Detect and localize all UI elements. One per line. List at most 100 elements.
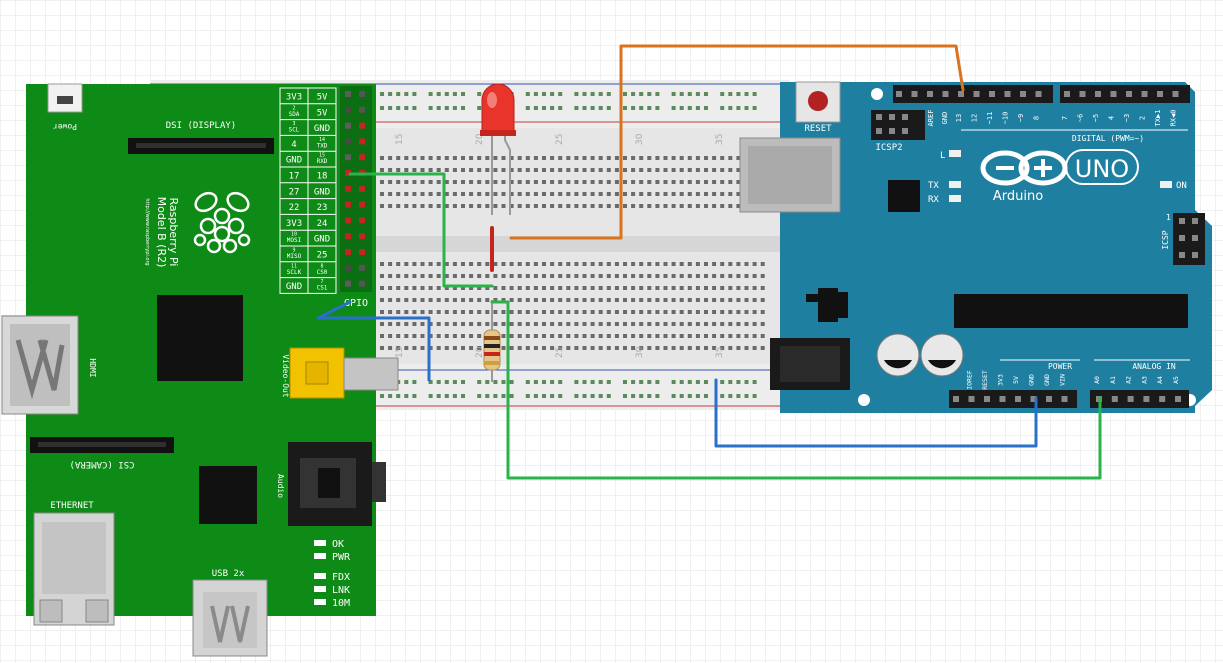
bb-hole bbox=[598, 262, 603, 266]
reset-button[interactable] bbox=[795, 81, 841, 123]
bb-hole bbox=[720, 204, 725, 208]
bb-hole bbox=[720, 168, 725, 172]
digital-pin bbox=[989, 91, 995, 97]
bb-hole bbox=[574, 192, 579, 196]
bb-hole bbox=[436, 322, 441, 326]
power-pin bbox=[968, 396, 975, 402]
bb-hole bbox=[380, 274, 384, 278]
capacitor-1 bbox=[876, 333, 920, 377]
bb-rail-hole bbox=[550, 394, 555, 398]
bb-hole bbox=[623, 192, 627, 196]
bb-hole bbox=[663, 310, 668, 314]
bb-hole bbox=[720, 334, 725, 338]
bb-hole bbox=[647, 298, 652, 302]
bb-hole bbox=[436, 168, 441, 172]
bb-hole bbox=[428, 262, 433, 266]
bb-hole bbox=[461, 262, 465, 266]
bb-hole bbox=[493, 298, 498, 302]
bb-hole bbox=[493, 168, 498, 172]
bb-hole bbox=[639, 322, 644, 326]
bb-hole bbox=[477, 180, 482, 184]
bb-hole bbox=[550, 310, 555, 314]
bb-rail-hole bbox=[582, 106, 587, 110]
bb-hole bbox=[647, 168, 652, 172]
digital-pin bbox=[1110, 91, 1117, 97]
bb-hole bbox=[663, 274, 668, 278]
bb-hole bbox=[469, 286, 474, 290]
bb-hole bbox=[420, 204, 425, 208]
bb-hole bbox=[509, 156, 514, 160]
bb-hole bbox=[558, 168, 563, 172]
bb-hole bbox=[566, 286, 571, 290]
bb-hole bbox=[614, 322, 619, 326]
bb-hole bbox=[404, 168, 409, 172]
bb-hole bbox=[509, 168, 514, 172]
bb-hole bbox=[574, 286, 579, 290]
bb-rail-hole bbox=[655, 394, 660, 398]
bb-rail-hole bbox=[695, 394, 700, 398]
bb-rail-hole bbox=[452, 106, 457, 110]
bb-hole bbox=[558, 192, 563, 196]
bb-rail-hole bbox=[695, 380, 700, 384]
bb-hole bbox=[752, 286, 757, 290]
on-led bbox=[1160, 181, 1172, 188]
bb-hole bbox=[436, 298, 441, 302]
bb-hole bbox=[647, 310, 652, 314]
bb-hole bbox=[380, 286, 384, 290]
bb-hole bbox=[671, 204, 676, 208]
bb-hole bbox=[404, 180, 409, 184]
bb-hole bbox=[582, 168, 587, 172]
bb-rail-hole bbox=[647, 106, 652, 110]
bb-rail-hole bbox=[752, 106, 757, 110]
bb-hole bbox=[760, 274, 765, 278]
bb-hole bbox=[712, 262, 717, 266]
bb-rail-hole bbox=[679, 92, 684, 96]
bb-hole bbox=[444, 204, 449, 208]
bb-hole bbox=[542, 274, 546, 278]
pi-led-lnk: LNK bbox=[332, 585, 350, 596]
bb-rail-hole bbox=[639, 106, 644, 110]
bb-col-25-bottom: 25 bbox=[555, 347, 565, 358]
bb-hole bbox=[428, 310, 433, 314]
digital-pin bbox=[1035, 91, 1042, 97]
bb-hole bbox=[647, 204, 652, 208]
bb-hole bbox=[469, 180, 474, 184]
bb-hole bbox=[404, 334, 409, 338]
bb-hole bbox=[501, 346, 506, 350]
bb-hole bbox=[736, 322, 741, 326]
bb-hole bbox=[444, 156, 449, 160]
bb-rail-hole bbox=[380, 106, 384, 110]
gpio-left-label: GND bbox=[286, 156, 302, 166]
bb-hole bbox=[752, 346, 757, 350]
bb-hole bbox=[720, 322, 725, 326]
bb-hole bbox=[388, 192, 393, 196]
bb-hole bbox=[525, 262, 530, 266]
bb-hole bbox=[525, 180, 530, 184]
bb-rail-hole bbox=[412, 106, 417, 110]
analog-pin bbox=[1175, 396, 1181, 402]
bb-hole bbox=[380, 204, 384, 208]
bb-hole bbox=[598, 346, 603, 350]
bb-hole bbox=[566, 262, 571, 266]
uno-badge bbox=[1065, 149, 1139, 185]
bb-col-35-bottom: 35 bbox=[715, 347, 725, 358]
bb-hole bbox=[695, 192, 700, 196]
bb-hole bbox=[550, 168, 555, 172]
bb-hole bbox=[631, 286, 636, 290]
bb-hole bbox=[752, 334, 757, 338]
bb-hole bbox=[647, 192, 652, 196]
bb-hole bbox=[533, 274, 538, 278]
bb-hole bbox=[396, 286, 401, 290]
bb-rail-hole bbox=[558, 394, 563, 398]
bb-hole bbox=[412, 262, 417, 266]
bb-hole bbox=[509, 346, 514, 350]
bb-hole bbox=[396, 156, 401, 160]
bb-hole bbox=[574, 334, 579, 338]
bb-hole bbox=[436, 204, 441, 208]
bb-hole bbox=[509, 192, 514, 196]
bb-hole bbox=[517, 274, 522, 278]
bb-hole bbox=[679, 262, 684, 266]
icsp-pin-1: 1 bbox=[1166, 213, 1171, 222]
bb-hole bbox=[663, 156, 668, 160]
